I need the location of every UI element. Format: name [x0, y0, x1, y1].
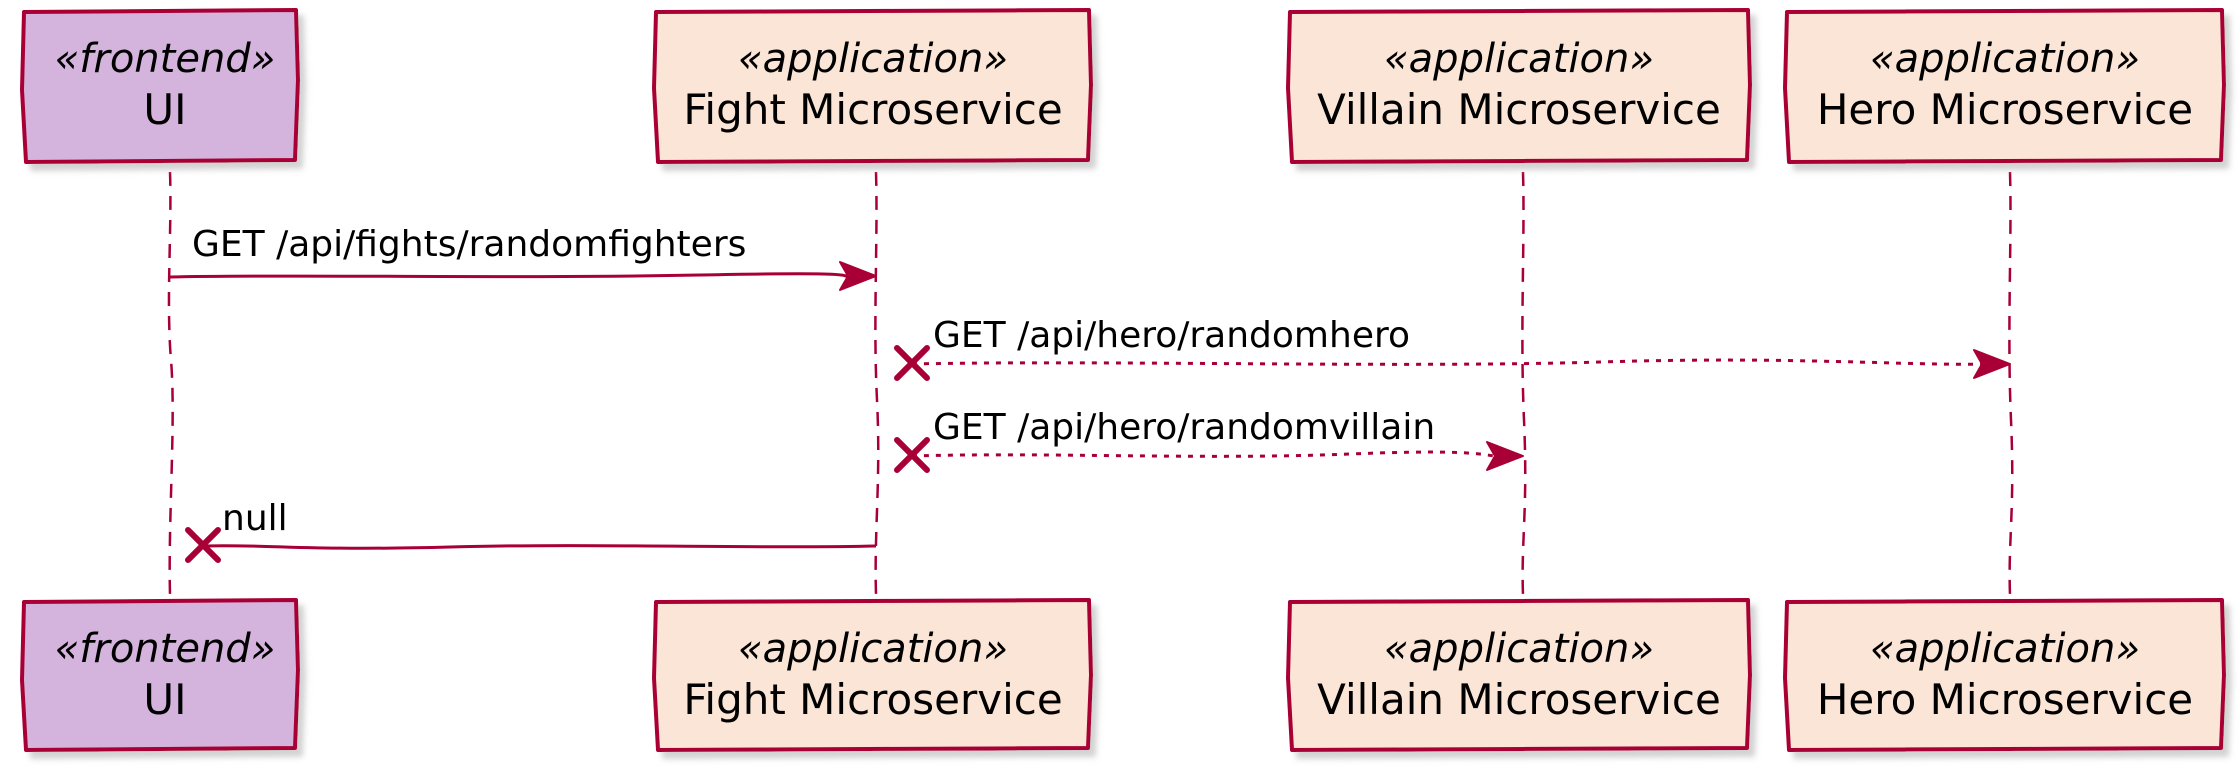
message-4: null	[185, 498, 877, 563]
message-line	[169, 272, 861, 279]
participant-name: Hero Microservice	[1817, 85, 2193, 134]
participant-name: Villain Microservice	[1317, 85, 1721, 134]
participant-box	[1783, 598, 2226, 752]
lifeline-ui	[167, 171, 174, 596]
participant-villain-top: «application» Villain Microservice	[1286, 8, 1752, 164]
participant-name: UI	[143, 85, 186, 134]
message-3: GET /api/hero/randomvillain	[894, 407, 1524, 473]
participant-stereotype: «application»	[738, 626, 1008, 672]
lifelines	[167, 171, 2014, 596]
lifeline-hero	[2008, 171, 2014, 596]
arrow-head	[1973, 349, 2011, 379]
message-line	[911, 358, 1995, 366]
participant-stereotype: «application»	[738, 36, 1008, 82]
participant-fight-bottom: «application» Fight Microservice	[652, 598, 1093, 752]
lifeline-villain	[1521, 171, 1527, 596]
participant-box	[652, 598, 1093, 752]
participant-box	[1286, 598, 1752, 752]
arrow-head	[839, 261, 877, 291]
participant-stereotype: «application»	[1870, 626, 2140, 672]
participant-box	[20, 8, 300, 164]
participant-box	[1286, 8, 1752, 164]
participant-name: Villain Microservice	[1317, 675, 1721, 724]
participant-villain-bottom: «application» Villain Microservice	[1286, 598, 1752, 752]
message-label: GET /api/fights/randomfighters	[192, 224, 746, 265]
message-label: GET /api/hero/randomhero	[933, 315, 1410, 356]
participant-name: Fight Microservice	[683, 675, 1062, 724]
message-line	[911, 450, 1508, 458]
arrow-head	[1486, 441, 1524, 471]
lifeline-fight	[874, 171, 880, 596]
participant-stereotype: «application»	[1384, 36, 1654, 82]
lost-end-cross-icon	[185, 527, 221, 563]
participant-name: UI	[143, 675, 186, 724]
participant-ui-top: «frontend» UI	[20, 8, 300, 164]
message-label: null	[222, 498, 288, 539]
participant-box	[652, 8, 1093, 164]
participant-name: Hero Microservice	[1817, 675, 2193, 724]
message-line	[204, 544, 877, 550]
participant-stereotype: «frontend»	[55, 626, 276, 672]
message-1: GET /api/fights/randomfighters	[169, 224, 877, 291]
message-label: GET /api/hero/randomvillain	[933, 407, 1435, 448]
participant-box	[20, 598, 300, 752]
participant-box	[1783, 8, 2226, 164]
participant-hero-bottom: «application» Hero Microservice	[1783, 598, 2226, 752]
participant-name: Fight Microservice	[683, 85, 1062, 134]
participant-stereotype: «frontend»	[55, 36, 276, 82]
message-2: GET /api/hero/randomhero	[894, 315, 2011, 381]
participant-stereotype: «application»	[1870, 36, 2140, 82]
participant-fight-top: «application» Fight Microservice	[652, 8, 1093, 164]
participant-stereotype: «application»	[1384, 626, 1654, 672]
participant-ui-bottom: «frontend» UI	[20, 598, 300, 752]
participant-hero-top: «application» Hero Microservice	[1783, 8, 2226, 164]
